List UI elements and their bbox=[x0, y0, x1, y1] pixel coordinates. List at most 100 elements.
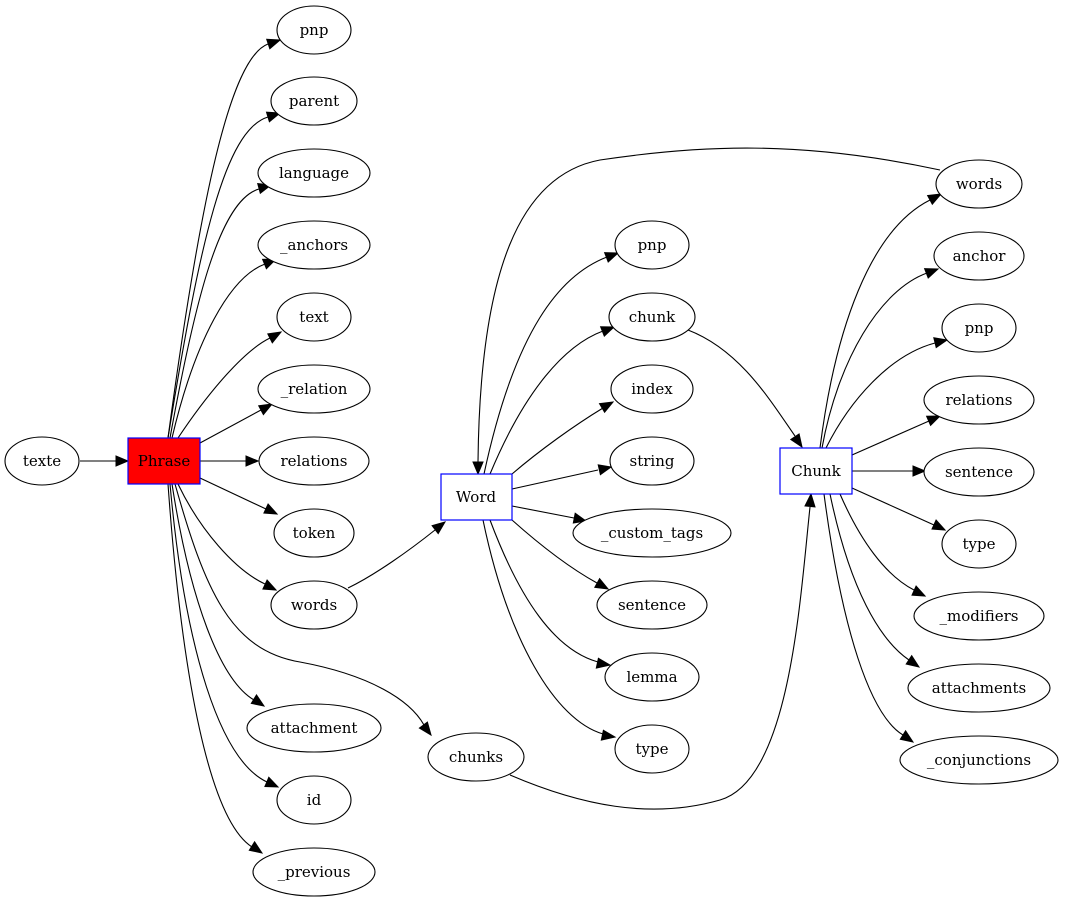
edge-phrase-attachment bbox=[171, 483, 266, 707]
node-label: words bbox=[291, 596, 337, 614]
node-chunk-modifiers[interactable]: _modifiers bbox=[913, 591, 1045, 641]
node-label: id bbox=[307, 791, 322, 809]
edge-chunk-relations bbox=[851, 415, 942, 456]
node-label: Phrase bbox=[138, 452, 191, 470]
node-chunk-conjunctions[interactable]: _conjunctions bbox=[899, 735, 1059, 785]
node-label: pnp bbox=[965, 319, 994, 337]
node-phrase-token[interactable]: token bbox=[273, 508, 355, 558]
node-label: texte bbox=[23, 452, 61, 470]
node-phrase-pnp[interactable]: pnp bbox=[276, 5, 352, 55]
node-phrase-parent[interactable]: parent bbox=[270, 76, 358, 126]
node-label: lemma bbox=[626, 668, 677, 686]
edge-phrase-pnp bbox=[167, 38, 282, 439]
node-phrase-chunks[interactable]: chunks bbox=[427, 732, 525, 782]
node-label: _relation bbox=[281, 380, 348, 398]
node-label: Chunk bbox=[791, 462, 841, 480]
node-label: sentence bbox=[618, 596, 686, 614]
node-phrase-previous[interactable]: _previous bbox=[252, 847, 376, 897]
node-chunk-attachments[interactable]: attachments bbox=[907, 663, 1051, 713]
node-label: string bbox=[630, 452, 675, 470]
node-phrase-text[interactable]: text bbox=[276, 292, 352, 342]
node-chunk[interactable]: Chunk bbox=[779, 447, 853, 495]
node-label: relations bbox=[280, 452, 347, 470]
edge-phrase-previous bbox=[167, 483, 264, 854]
node-phrase[interactable]: Phrase bbox=[127, 437, 201, 485]
edge-word-custom-tags bbox=[511, 505, 588, 524]
node-label: attachment bbox=[271, 719, 358, 737]
edge-phrase-words bbox=[177, 483, 278, 591]
node-label: pnp bbox=[638, 236, 667, 254]
node-label: _modifiers bbox=[940, 607, 1019, 625]
node-chunk-words[interactable]: words bbox=[935, 159, 1023, 209]
edge-word-lemma bbox=[489, 519, 612, 669]
edge-chunk-pnp bbox=[825, 337, 949, 449]
node-phrase-anchors[interactable]: _anchors bbox=[257, 220, 371, 270]
node-label: anchor bbox=[953, 247, 1007, 265]
node-chunk-pnp[interactable]: pnp bbox=[941, 303, 1017, 353]
node-label: Word bbox=[456, 488, 497, 506]
node-word-lemma[interactable]: lemma bbox=[604, 652, 700, 702]
edge-phrase-relations bbox=[200, 455, 260, 467]
node-word-index[interactable]: index bbox=[610, 364, 694, 414]
node-word-chunk[interactable]: chunk bbox=[608, 292, 696, 342]
edge-word-string bbox=[511, 464, 613, 490]
edge-phrase-relation bbox=[199, 403, 274, 444]
node-label: index bbox=[631, 380, 673, 398]
edge-word-index bbox=[511, 401, 615, 475]
node-chunk-sentence[interactable]: sentence bbox=[923, 447, 1035, 497]
node-label: type bbox=[636, 740, 669, 758]
node-label: _anchors bbox=[280, 236, 348, 254]
nodes: texte Phrase pnp parent language _anchor… bbox=[4, 5, 1059, 897]
node-phrase-words[interactable]: words bbox=[270, 580, 358, 630]
node-chunk-anchor[interactable]: anchor bbox=[933, 231, 1025, 281]
edge-phrase-id bbox=[169, 483, 280, 788]
node-phrase-id[interactable]: id bbox=[276, 775, 352, 825]
node-label: pnp bbox=[300, 21, 329, 39]
edge-chunk-conjunctions bbox=[823, 493, 915, 743]
edge-phrase-chunks bbox=[174, 483, 432, 737]
node-label: _conjunctions bbox=[927, 751, 1031, 769]
node-chunk-type[interactable]: type bbox=[941, 519, 1017, 569]
node-label: chunk bbox=[629, 308, 676, 326]
node-phrase-language[interactable]: language bbox=[257, 148, 371, 198]
node-label: chunks bbox=[449, 748, 503, 766]
node-word-pnp[interactable]: pnp bbox=[614, 220, 690, 270]
edge-chunk-attachments bbox=[829, 493, 921, 668]
node-phrase-relations[interactable]: relations bbox=[258, 436, 370, 486]
edge-word-sentence bbox=[511, 519, 610, 590]
edges bbox=[80, 38, 949, 854]
node-texte[interactable]: texte bbox=[4, 436, 80, 486]
node-word-string[interactable]: string bbox=[609, 436, 695, 486]
edge-chunk-modifiers bbox=[839, 493, 927, 597]
node-label: _custom_tags bbox=[601, 524, 703, 542]
edge-chunk-words-word bbox=[472, 147, 941, 476]
node-label: _previous bbox=[278, 863, 351, 881]
edge-chunk-chunk bbox=[687, 329, 803, 449]
node-label: attachments bbox=[932, 679, 1027, 697]
edge-texte-phrase bbox=[80, 455, 130, 467]
edge-word-chunk bbox=[489, 326, 616, 475]
edge-word-type bbox=[482, 519, 617, 741]
node-phrase-attachment[interactable]: attachment bbox=[246, 703, 382, 753]
edge-chunk-sentence bbox=[852, 465, 927, 477]
node-word-type[interactable]: type bbox=[614, 724, 690, 774]
edge-phrase-token bbox=[199, 477, 279, 515]
node-chunk-relations[interactable]: relations bbox=[923, 375, 1035, 425]
edge-phrase-parent bbox=[167, 111, 282, 439]
node-label: words bbox=[956, 175, 1002, 193]
edge-chunk-words bbox=[819, 193, 943, 449]
node-phrase-relation[interactable]: _relation bbox=[257, 364, 371, 414]
node-word-sentence[interactable]: sentence bbox=[596, 580, 708, 630]
node-label: parent bbox=[289, 92, 339, 110]
node-label: language bbox=[279, 164, 349, 182]
edge-chunks-chunk bbox=[509, 492, 816, 810]
node-word-custom-tags[interactable]: _custom_tags bbox=[572, 508, 732, 558]
node-label: type bbox=[963, 535, 996, 553]
edge-words-word bbox=[347, 521, 447, 589]
node-label: token bbox=[293, 524, 336, 542]
edge-phrase-text bbox=[177, 331, 283, 439]
node-label: relations bbox=[945, 391, 1012, 409]
node-word[interactable]: Word bbox=[440, 473, 513, 521]
edge-word-pnp bbox=[483, 252, 620, 475]
